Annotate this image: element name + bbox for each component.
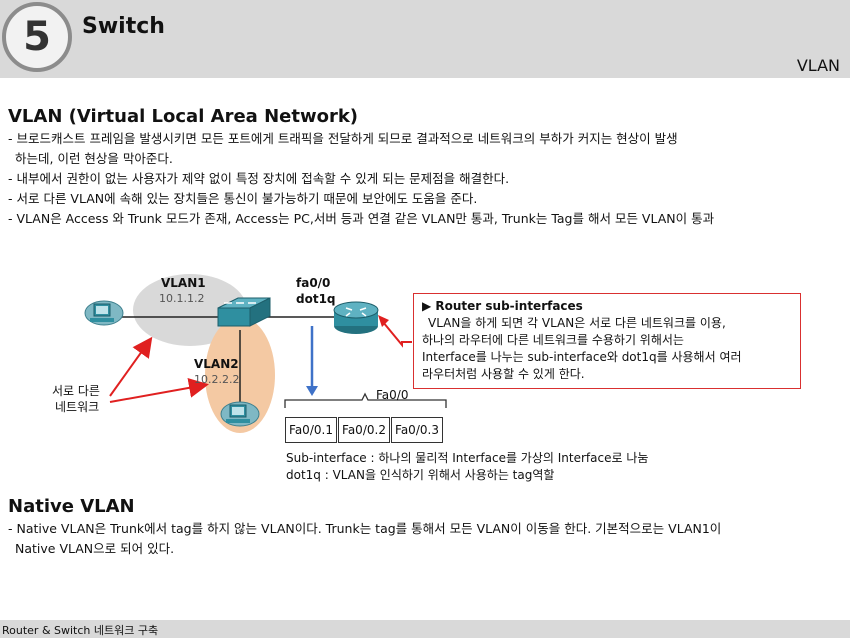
callout-line: 하나의 라우터에 다른 네트워크를 수용하기 위해서는 (422, 333, 684, 347)
different-networks-label: 서로 다른 (52, 384, 100, 398)
vlan2-ip: 10.2.2.2 (194, 373, 240, 386)
callout-line: Interface를 나누는 sub-interface와 dot1q를 사용해… (422, 350, 742, 364)
native-vlan-body: - Native VLAN은 Trunk에서 tag를 하지 않는 VLAN이다… (8, 519, 842, 559)
router-encap-label: dot1q (296, 292, 336, 306)
sub-interface-label: Fa0/0.1 (289, 423, 333, 437)
footer-text: Router & Switch 네트워크 구축 (2, 624, 159, 637)
sub-interface-box: Fa0/0.2 (338, 417, 390, 443)
pc2-icon (220, 401, 260, 427)
callout-line: VLAN을 하게 되면 각 VLAN은 서로 다른 네트워크를 이용, (428, 316, 726, 330)
vlan-section-title: VLAN (Virtual Local Area Network) (8, 106, 359, 127)
vlan-line: - 브로드캐스트 프레임을 발생시키면 모든 포트에게 트래픽을 전달하게 되므… (8, 131, 678, 146)
vlan2-name: VLAN2 (194, 357, 239, 371)
router-on-a-stick-diagram: VLAN1 10.1.1.2 VLAN2 10.2.2.2 fa0/0 dot1… (0, 260, 850, 490)
callout-connector (382, 321, 412, 348)
callout-title: ▶ Router sub-interfaces (422, 299, 583, 313)
vlan-line: 하는데, 이런 현상을 막아준다. (15, 151, 173, 166)
vlan1-name: VLAN1 (161, 276, 206, 290)
callout-line: 라우터처럼 사용할 수 있게 한다. (422, 367, 585, 381)
vlan-line: - VLAN은 Access 와 Trunk 모드가 존재, Access는 P… (8, 211, 715, 226)
dot1q-note: dot1q : VLAN을 인식하기 위해서 사용하는 tag역할 (286, 468, 555, 482)
sub-interface-box: Fa0/0.3 (391, 417, 443, 443)
header-band (0, 0, 850, 78)
sub-interface-box: Fa0/0.1 (285, 417, 337, 443)
native-line: - Native VLAN은 Trunk에서 tag를 하지 않는 VLAN이다… (8, 521, 722, 536)
different-networks-label-2: 네트워크 (55, 400, 100, 414)
pc1-icon (84, 300, 124, 326)
native-line: Native VLAN으로 되어 있다. (15, 541, 175, 556)
page-title: Switch (82, 14, 165, 39)
router-port-label: fa0/0 (296, 276, 331, 290)
page-subtitle: VLAN (796, 56, 840, 75)
vlan1-area (133, 274, 247, 346)
sub-interface-label: Fa0/0.2 (342, 423, 386, 437)
red-arrow-to-vlan2 (109, 377, 209, 403)
router-subinterface-callout: ▶ Router sub-interfaces VLAN을 하게 되면 각 VL… (413, 293, 801, 389)
footer-band: Router & Switch 네트워크 구축 (0, 620, 850, 638)
sub-interface-brace (284, 392, 447, 408)
vlan1-ip: 10.1.1.2 (159, 292, 205, 305)
red-arrow-to-vlan1 (109, 336, 153, 397)
vlan-line: - 서로 다른 VLAN에 속해 있는 장치들은 통신이 불가능하기 때문에 보… (8, 191, 478, 206)
vlan-line: - 내부에서 권한이 없는 사용자가 제약 없이 특정 장치에 접속할 수 있게… (8, 171, 510, 186)
native-vlan-title: Native VLAN (8, 496, 135, 517)
chapter-number: 5 (23, 14, 51, 60)
sub-interface-label: Fa0/0.3 (395, 423, 439, 437)
sub-interface-note: Sub-interface : 하나의 물리적 Interface를 가상의 I… (286, 451, 649, 465)
diagram-graphics (84, 274, 447, 433)
physical-interface-label: Fa0/0 (376, 388, 409, 402)
switch-icon (217, 297, 271, 327)
vlan-section-body: - 브로드캐스트 프레임을 발생시키면 모든 포트에게 트래픽을 전달하게 되므… (8, 129, 842, 229)
router-icon (333, 301, 379, 334)
chapter-badge: 5 (2, 2, 72, 72)
callout-connector-arrowhead (378, 315, 389, 327)
blue-arrowhead (306, 386, 318, 396)
